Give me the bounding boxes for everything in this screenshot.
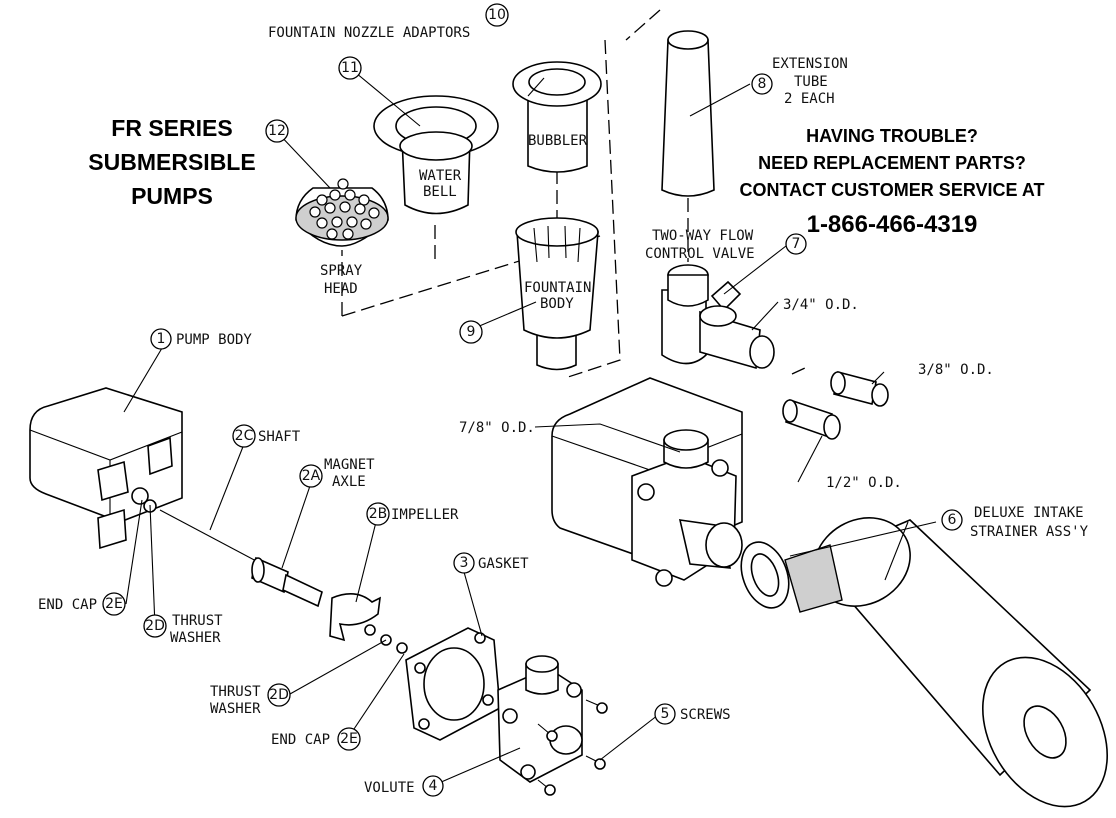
- od-38-label: 3/8" O.D.: [918, 362, 994, 378]
- callout-9: 9: [459, 320, 483, 344]
- callout-8-label3: 2 EACH: [784, 91, 835, 107]
- callout-6-label2: STRAINER ASS'Y: [970, 524, 1089, 540]
- callout-12-number: 12: [268, 123, 286, 139]
- assembled-pump-part: [551, 377, 743, 587]
- callout-6-label1: DELUXE INTAKE: [974, 505, 1084, 521]
- help-line2: NEED REPLACEMENT PARTS?: [758, 153, 1026, 173]
- title-line1: FR SERIES: [111, 115, 232, 141]
- callout-2e-right: END CAP 2E: [271, 727, 361, 751]
- callout-7-label2: CONTROL VALVE: [645, 246, 755, 262]
- callout-2a: 2A MAGNET AXLE: [299, 457, 375, 490]
- title-block: FR SERIES SUBMERSIBLE PUMPS: [88, 115, 255, 209]
- callout-12: 12: [265, 119, 289, 143]
- callout-2d-right-label2: WASHER: [210, 701, 261, 717]
- help-line3: CONTACT CUSTOMER SERVICE AT: [739, 180, 1044, 200]
- pump-body-part: [29, 387, 183, 550]
- callout-10-number: 10: [488, 7, 506, 23]
- fountain-nozzle-adaptors-label: FOUNTAIN NOZZLE ADAPTORS: [268, 25, 470, 41]
- leader-lines: [123, 67, 937, 787]
- title-line2: SUBMERSIBLE: [88, 149, 255, 175]
- callout-2d-right-label1: THRUST: [210, 684, 261, 700]
- callout-2d-right: THRUST WASHER 2D: [210, 683, 291, 717]
- callout-2e-right-number: 2E: [340, 731, 358, 747]
- bubbler-label: BUBBLER: [528, 133, 588, 149]
- callout-2a-label2: AXLE: [332, 474, 366, 490]
- help-block: HAVING TROUBLE? NEED REPLACEMENT PARTS? …: [739, 126, 1044, 238]
- callout-1-label: PUMP BODY: [176, 332, 252, 348]
- callout-5-number: 5: [661, 706, 670, 722]
- fountain-body-part: [515, 217, 599, 371]
- callout-7: TWO-WAY FLOW CONTROL VALVE 7: [645, 228, 807, 262]
- callout-2c-label: SHAFT: [258, 429, 301, 445]
- fountain-body-label: BODY: [540, 296, 574, 312]
- callout-2e-right-label: END CAP: [271, 732, 330, 748]
- callout-11: 11: [338, 56, 362, 80]
- callout-6-number: 6: [948, 512, 957, 528]
- inline-labels: WATER BELL BUBBLER FOUNTAIN BODY SPRAY H…: [320, 133, 591, 312]
- bell-label: BELL: [423, 184, 457, 200]
- callout-8-number: 8: [758, 76, 767, 92]
- callout-2e-left-number: 2E: [105, 596, 123, 612]
- callout-1: 1 PUMP BODY: [150, 328, 252, 350]
- callout-2b-number: 2B: [369, 506, 388, 522]
- adaptor-38-part: [830, 371, 889, 407]
- callout-4-label: VOLUTE: [364, 780, 415, 796]
- rotor-assembly-part: [159, 509, 408, 654]
- callout-4-number: 4: [429, 778, 438, 794]
- callout-2b-label: IMPELLER: [391, 507, 459, 523]
- bubbler-part: [512, 61, 602, 173]
- callout-2d-left: 2D THRUST WASHER: [143, 613, 223, 646]
- callout-8-label2: TUBE: [794, 74, 828, 90]
- callout-3-label: GASKET: [478, 556, 529, 572]
- callout-3-number: 3: [460, 555, 469, 571]
- callout-7-label1: TWO-WAY FLOW: [652, 228, 754, 244]
- callout-2d-left-label1: THRUST: [172, 613, 223, 629]
- callout-7-number: 7: [792, 236, 801, 252]
- callout-2d-left-number: 2D: [145, 618, 165, 634]
- od-78-label: 7/8" O.D.: [459, 420, 535, 436]
- od-12-label: 1/2" O.D.: [826, 475, 902, 491]
- head-label: HEAD: [324, 281, 358, 297]
- od-34-label: 3/4" O.D.: [783, 297, 859, 313]
- callout-2a-label1: MAGNET: [324, 457, 375, 473]
- callout-2d-right-number: 2D: [269, 687, 289, 703]
- spray-label: SPRAY: [320, 263, 363, 279]
- callout-11-number: 11: [341, 60, 359, 76]
- callout-2c-number: 2C: [235, 428, 254, 444]
- callout-6: 6 DELUXE INTAKE STRAINER ASS'Y: [941, 505, 1089, 540]
- strainer-part: [740, 517, 1108, 808]
- spray-head-part: [295, 178, 389, 247]
- gasket-part: [405, 627, 501, 741]
- callout-2e-left: END CAP 2E: [38, 592, 126, 616]
- fountain-label: FOUNTAIN: [524, 280, 591, 296]
- callout-4: VOLUTE 4: [364, 775, 444, 797]
- callout-2b: 2B IMPELLER: [366, 502, 459, 526]
- callout-1-number: 1: [157, 331, 166, 347]
- callout-9-number: 9: [467, 324, 476, 340]
- adaptor-12-part: [782, 398, 841, 440]
- title-line3: PUMPS: [131, 183, 213, 209]
- callout-2c: 2C SHAFT: [232, 424, 301, 448]
- help-line1: HAVING TROUBLE?: [806, 126, 978, 146]
- extension-tube-part: [661, 30, 715, 197]
- volute-part: [497, 655, 583, 783]
- water-bell-part: [373, 95, 499, 215]
- flow-control-valve-part: [661, 264, 775, 370]
- callout-3: 3 GASKET: [453, 552, 529, 574]
- callout-2e-left-label: END CAP: [38, 597, 97, 613]
- callout-8: 8 EXTENSION TUBE 2 EACH: [751, 56, 848, 107]
- water-label: WATER: [419, 168, 462, 184]
- callout-2a-number: 2A: [302, 468, 321, 484]
- callout-8-label1: EXTENSION: [772, 56, 848, 72]
- screws-part: [537, 699, 608, 796]
- callout-10: 10: [485, 3, 509, 27]
- callout-5-label: SCREWS: [680, 707, 731, 723]
- callout-5: 5 SCREWS: [654, 703, 731, 725]
- help-phone: 1-866-466-4319: [807, 211, 978, 238]
- callout-2d-left-label2: WASHER: [170, 630, 221, 646]
